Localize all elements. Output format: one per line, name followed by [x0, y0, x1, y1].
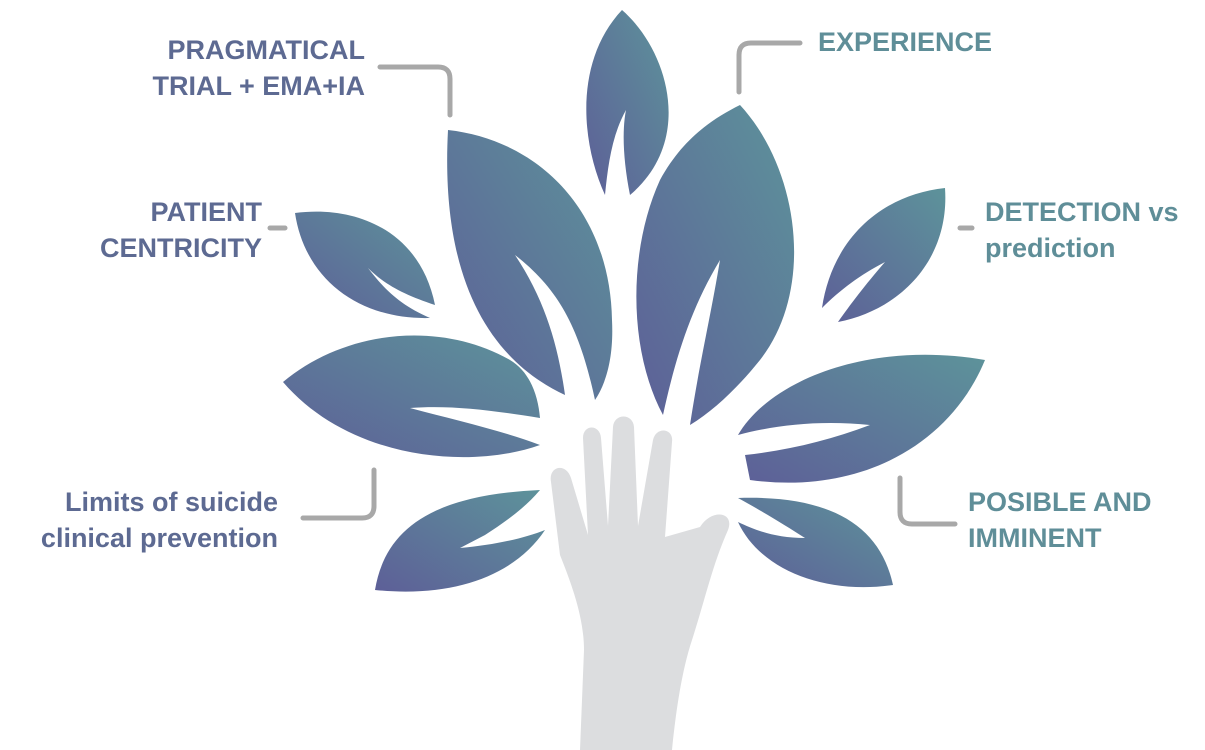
label-posible: POSIBLE AND IMMINENT	[968, 484, 1152, 556]
label-experience: EXPERIENCE	[818, 24, 992, 60]
label-experience-line1: EXPERIENCE	[818, 27, 993, 57]
leaf-middle-right	[738, 354, 985, 483]
label-patient-centricity: PATIENT CENTRICITY	[100, 194, 262, 266]
leaf-middle-left	[283, 335, 540, 458]
hand-trunk	[550, 416, 730, 750]
connector-posible	[897, 475, 958, 527]
label-detection-line2: prediction	[985, 233, 1116, 263]
label-patient-line2: CENTRICITY	[100, 233, 262, 263]
label-limits-line1: Limits of suicide	[64, 487, 278, 517]
leaf-center-large	[636, 105, 795, 425]
leaf-left-small	[295, 211, 435, 319]
label-posible-line1: POSIBLE AND	[968, 487, 1152, 517]
leaf-upper-left	[447, 130, 613, 400]
connector-limits	[300, 467, 377, 521]
label-limits-line2: clinical prevention	[40, 523, 278, 553]
label-patient-line1: PATIENT	[150, 197, 263, 227]
connector-experience	[736, 40, 803, 95]
label-pragmatical-line1: PRAGMATICAL	[167, 35, 365, 65]
label-pragmatical-line2: TRIAL + EMA+IA	[152, 71, 365, 101]
connectors	[267, 40, 975, 527]
leaves	[283, 10, 985, 592]
label-detection: DETECTION vs prediction	[985, 194, 1179, 266]
label-limits: Limits of suicide clinical prevention	[41, 484, 278, 556]
leaf-bottom-right	[738, 497, 893, 588]
connector-pragmatical	[377, 64, 453, 118]
leaf-top-small	[586, 10, 669, 195]
label-posible-line2: IMMINENT	[968, 523, 1102, 553]
leaf-bottom-left	[375, 490, 545, 592]
leaf-right-small	[822, 188, 946, 322]
label-pragmatical: PRAGMATICAL TRIAL + EMA+IA	[152, 32, 365, 104]
label-detection-line1: DETECTION vs	[985, 197, 1179, 227]
